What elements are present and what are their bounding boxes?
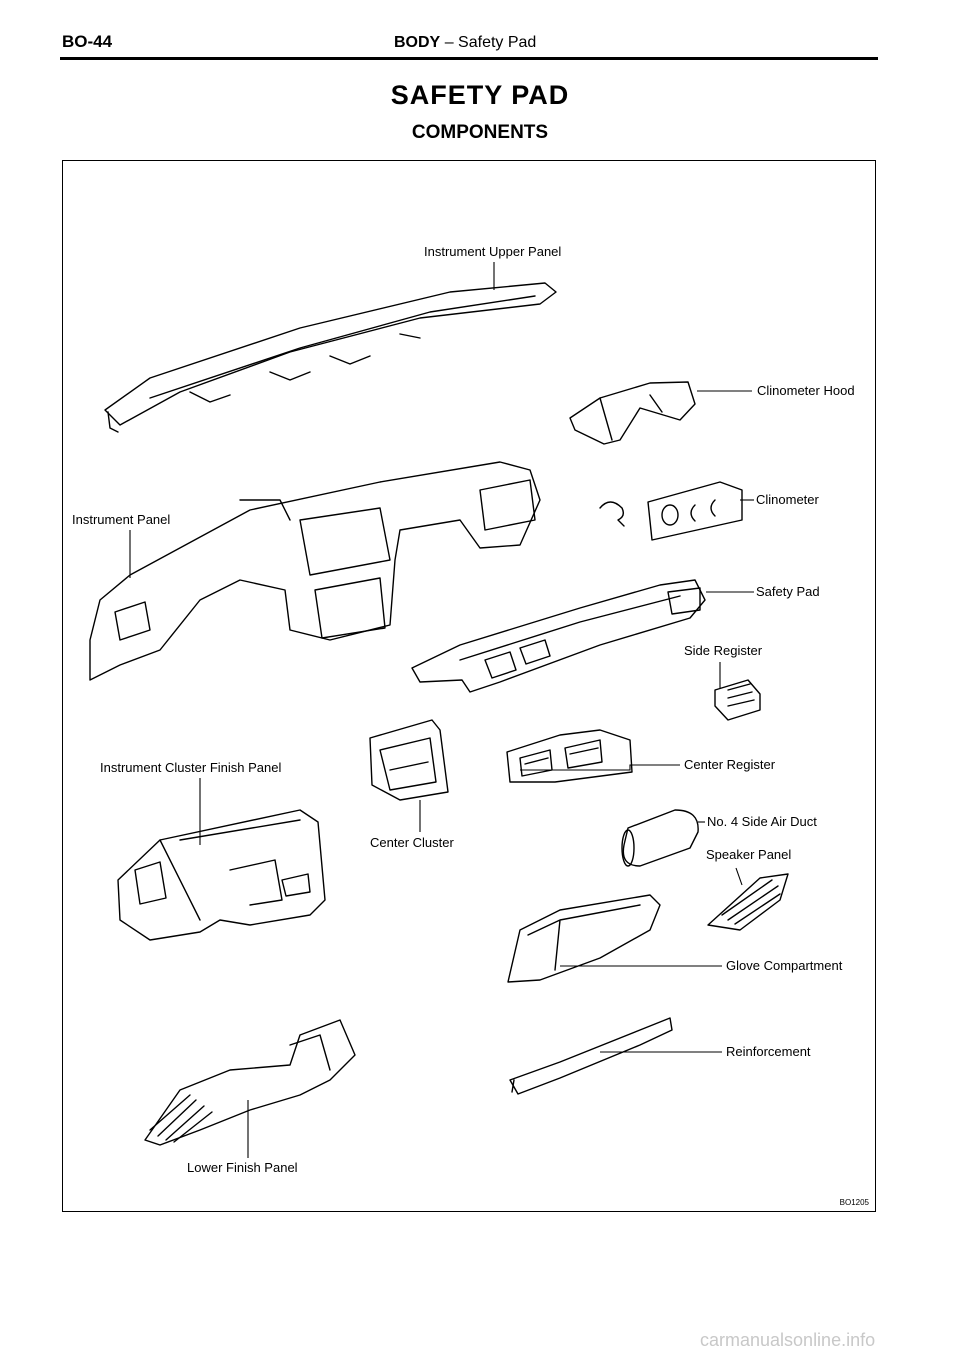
no4-side-air-duct-part xyxy=(621,809,699,867)
label-clinometer: Clinometer xyxy=(756,492,819,507)
label-center-cluster: Center Cluster xyxy=(370,835,454,850)
label-instrument-panel: Instrument Panel xyxy=(72,512,171,527)
clinometer-hood-part xyxy=(569,381,696,445)
header-rule xyxy=(60,57,878,60)
section-separator: – xyxy=(444,34,454,51)
reinforcement-part xyxy=(509,1017,673,1095)
page-subtitle: COMPONENTS xyxy=(411,122,549,143)
subsection-name: Safety Pad xyxy=(458,34,537,51)
label-instrument-upper-panel: Instrument Upper Panel xyxy=(424,244,562,259)
lower-finish-panel-part xyxy=(144,1019,356,1146)
label-clinometer-hood: Clinometer Hood xyxy=(757,383,855,398)
speaker-panel-part xyxy=(707,873,789,931)
figure-code: BO1205 xyxy=(839,1198,869,1207)
label-instrument-cluster-finish-panel: Instrument Cluster Finish Panel xyxy=(100,760,282,775)
diagram-frame: BO1205 xyxy=(62,160,876,1212)
glove-compartment-part xyxy=(507,894,661,983)
section-heading: BODY – Safety Pad xyxy=(394,34,536,52)
label-no4-side-air-duct: No. 4 Side Air Duct xyxy=(707,814,817,829)
safety-pad-part xyxy=(411,579,706,693)
instrument-panel-part xyxy=(89,461,541,681)
watermark: carmanualsonline.info xyxy=(700,1330,876,1350)
section-name: BODY xyxy=(394,34,441,51)
cluster-finish-panel-part xyxy=(117,809,326,941)
label-safety-pad: Safety Pad xyxy=(756,584,820,599)
label-lower-finish-panel: Lower Finish Panel xyxy=(187,1160,298,1175)
page-code: BO-44 xyxy=(62,32,113,51)
side-register-part xyxy=(714,679,761,721)
label-reinforcement: Reinforcement xyxy=(726,1044,811,1059)
label-speaker-panel: Speaker Panel xyxy=(706,847,792,862)
label-center-register: Center Register xyxy=(684,757,776,772)
center-cluster-part xyxy=(369,719,449,801)
label-side-register: Side Register xyxy=(684,643,763,658)
instrument-upper-panel-part xyxy=(104,282,557,433)
label-glove-compartment: Glove Compartment xyxy=(726,958,843,973)
clinometer-part xyxy=(599,481,743,541)
page-title: SAFETY PAD xyxy=(390,80,570,110)
